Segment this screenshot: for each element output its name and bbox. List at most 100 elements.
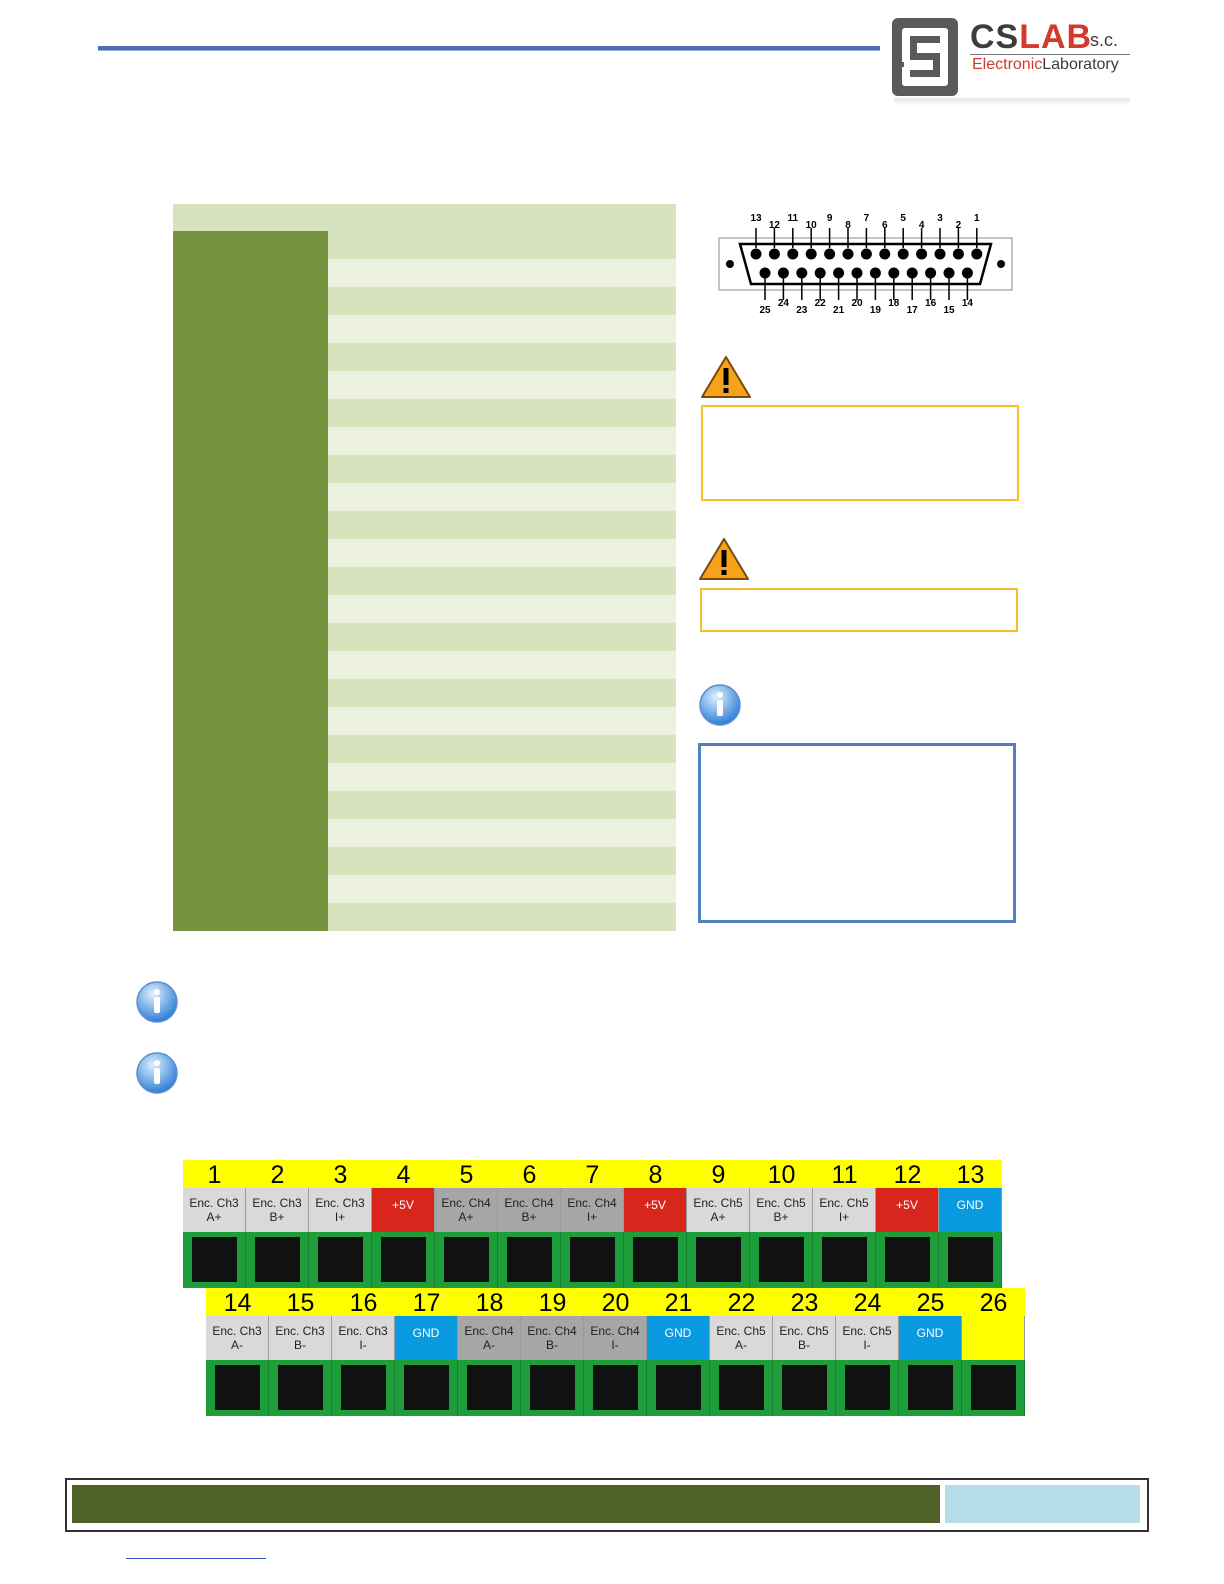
terminal-number: 24 xyxy=(836,1288,899,1317)
connector-pin-label: 17 xyxy=(907,305,919,316)
pin-number-cell xyxy=(173,539,328,567)
connector-pin xyxy=(916,248,928,260)
connector-pin xyxy=(971,248,983,260)
pin-number-cell xyxy=(173,483,328,511)
terminal-signal-line2: A- xyxy=(735,1338,747,1352)
pin-number-cell xyxy=(173,455,328,483)
terminal-signal-line2: B- xyxy=(798,1338,810,1352)
terminal-number: 19 xyxy=(521,1288,584,1317)
terminal-signal-line1: Enc. Ch5 xyxy=(716,1324,766,1338)
terminal-screw-hole xyxy=(948,1237,993,1282)
terminal-number: 17 xyxy=(395,1288,458,1317)
connector-pin-label: 5 xyxy=(900,213,906,224)
terminal-signal-line1: Enc. Ch3 xyxy=(315,1196,365,1210)
connector-pin-label: 7 xyxy=(864,213,870,224)
terminal-number: 11 xyxy=(813,1160,876,1189)
pin-description-cell xyxy=(328,483,676,511)
pin-description-cell xyxy=(328,791,676,819)
connector-pin xyxy=(879,248,891,260)
terminal-signal-line1: Enc. Ch5 xyxy=(819,1196,869,1210)
terminal-screw-hole xyxy=(908,1365,953,1410)
terminal-12: 12+5V xyxy=(876,1160,939,1288)
table-row xyxy=(173,399,676,427)
pin-description-cell xyxy=(328,259,676,287)
connector-pin xyxy=(759,267,771,279)
footer-link-underline xyxy=(126,1558,266,1559)
terminal-screw-hole xyxy=(845,1365,890,1410)
terminal-signal-line1: Enc. Ch3 xyxy=(252,1196,302,1210)
terminal-signal-label xyxy=(962,1316,1025,1360)
terminal-number: 16 xyxy=(332,1288,395,1317)
terminal-number: 25 xyxy=(899,1288,962,1317)
pin-number-cell xyxy=(173,231,328,259)
pin-description-cell xyxy=(328,623,676,651)
terminal-signal-line2: A+ xyxy=(458,1210,474,1224)
table-row xyxy=(173,315,676,343)
pin-number-cell xyxy=(173,399,328,427)
connector-pin-label: 24 xyxy=(778,298,790,309)
pin-number-cell xyxy=(173,511,328,539)
table-row xyxy=(173,287,676,315)
pin-number-cell xyxy=(173,371,328,399)
pin-number-cell xyxy=(173,567,328,595)
pin-description-cell xyxy=(328,707,676,735)
table-row xyxy=(173,623,676,651)
terminal-signal-line1: Enc. Ch3 xyxy=(338,1324,388,1338)
pin-number-cell xyxy=(173,735,328,763)
pin-number-cell xyxy=(173,427,328,455)
terminal-screw-hole xyxy=(633,1237,678,1282)
footer-left-block xyxy=(72,1485,940,1523)
pin-description-cell xyxy=(328,679,676,707)
pin-number-cell xyxy=(173,903,328,931)
terminal-number: 8 xyxy=(624,1160,687,1189)
table-row xyxy=(173,427,676,455)
pin-description-cell xyxy=(328,231,676,259)
connector-pin-label: 18 xyxy=(888,298,900,309)
terminal-number: 23 xyxy=(773,1288,836,1317)
warning-note-box xyxy=(701,405,1019,501)
connector-pin xyxy=(943,267,955,279)
terminal-signal-line2: I+ xyxy=(334,1210,346,1224)
table-row xyxy=(173,651,676,679)
connector-pin xyxy=(777,267,789,279)
terminal-screw-hole xyxy=(444,1237,489,1282)
connector-pin-label: 2 xyxy=(956,220,962,231)
connector-pin xyxy=(796,267,808,279)
connector-pin-label: 14 xyxy=(962,298,974,309)
pin-description-cell xyxy=(328,315,676,343)
connector-pin-label: 19 xyxy=(870,305,882,316)
mount-hole-left xyxy=(726,260,734,268)
connector-pin xyxy=(888,267,900,279)
header-rule xyxy=(98,46,880,51)
connector-pin xyxy=(805,248,817,260)
connector-pin xyxy=(851,267,863,279)
warning-icon xyxy=(699,538,749,580)
terminal-signal-line2: A- xyxy=(483,1338,495,1352)
terminal-signal-line2: B- xyxy=(294,1338,306,1352)
connector-pin-label: 3 xyxy=(937,213,943,224)
terminal-screw-block xyxy=(269,1360,332,1416)
table-row xyxy=(173,903,676,931)
pin-description-cell xyxy=(328,735,676,763)
terminal-number: 22 xyxy=(710,1288,773,1317)
terminal-signal-line2: I- xyxy=(863,1338,871,1352)
terminal-screw-hole xyxy=(971,1365,1016,1410)
terminal-4: 4+5V xyxy=(372,1160,435,1288)
connector-pin-label: 10 xyxy=(806,220,818,231)
table-row xyxy=(173,539,676,567)
terminal-signal-label: +5V xyxy=(372,1188,435,1232)
table-row xyxy=(173,483,676,511)
pin-number-cell xyxy=(173,623,328,651)
terminal-screw-hole xyxy=(507,1237,552,1282)
